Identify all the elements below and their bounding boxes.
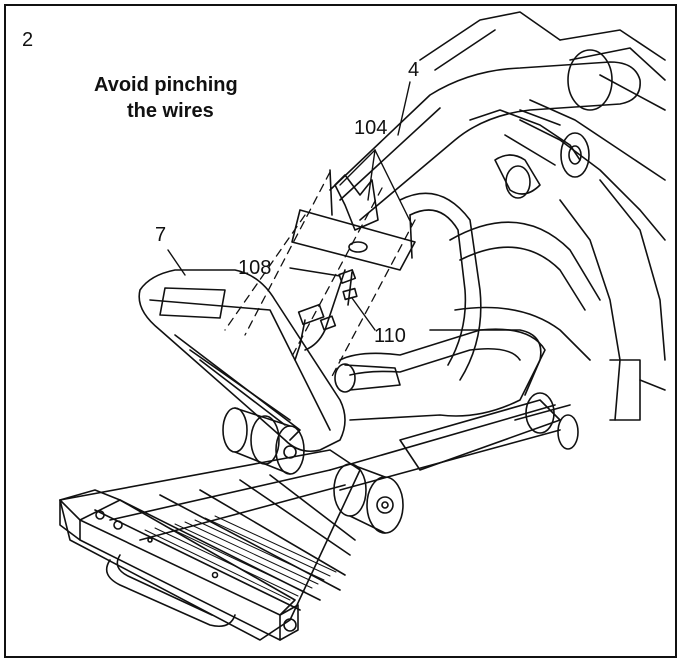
warning-line-2: the wires [127, 100, 214, 122]
wire-connectors [294, 269, 358, 361]
callout-part-110: 110 [374, 325, 406, 347]
wheel-assembly-front [222, 407, 305, 475]
step-number: 2 [22, 29, 34, 51]
alignment-lines [224, 171, 416, 381]
warning-line-1: Avoid pinching [94, 74, 238, 96]
handlebar-4 [329, 49, 641, 221]
leader-lines [167, 81, 413, 331]
frame-arms [399, 192, 601, 396]
callout-part-104: 104 [354, 117, 388, 139]
base-slats [59, 449, 361, 641]
console-7 [138, 269, 346, 453]
rear-upright-frame [419, 11, 666, 421]
front-rail [329, 392, 579, 491]
callout-part-4: 4 [408, 59, 420, 81]
callout-part-108: 108 [238, 257, 272, 279]
bracket-plate-104 [291, 169, 416, 271]
callout-part-7: 7 [155, 224, 167, 246]
seat-frame [334, 328, 546, 421]
front-stabilizer [59, 489, 299, 641]
